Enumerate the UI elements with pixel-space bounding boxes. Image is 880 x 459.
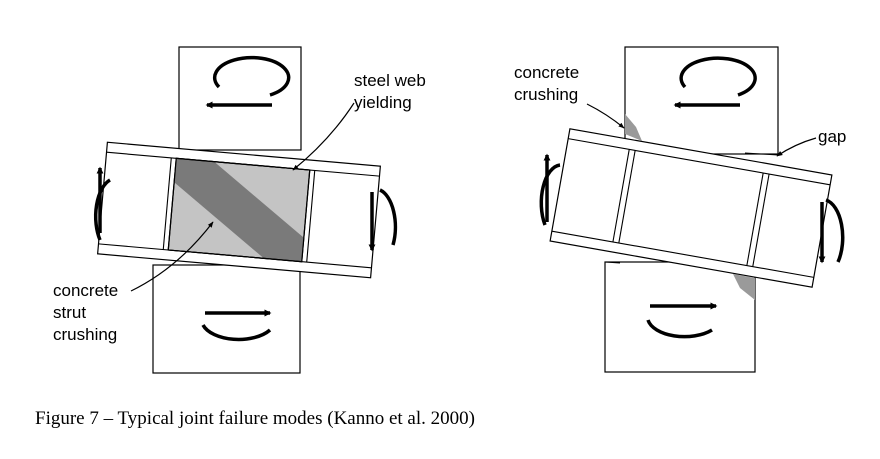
label-steel-web-2: yielding <box>354 93 412 112</box>
figure-caption: Figure 7 – Typical joint failure modes (… <box>35 408 475 429</box>
gap-line-top <box>744 152 779 156</box>
leader-steel-web <box>292 102 355 171</box>
label-concrete: concrete <box>53 281 118 300</box>
label-concrete-right: concrete <box>514 63 579 82</box>
lower-column <box>152 264 301 374</box>
concrete-strut <box>174 158 304 262</box>
gap-line-bottom <box>604 261 621 264</box>
leader-gap <box>776 137 817 157</box>
moment-arrow-top-right <box>673 56 757 109</box>
upper-column <box>178 46 302 151</box>
moment-arrow-left-right <box>539 153 561 226</box>
moment-arrow-right-right <box>818 198 845 264</box>
right-joint-diagram: concrete crushing gap <box>514 46 846 373</box>
label-crushing-right: crushing <box>514 85 578 104</box>
leader-concrete-strut <box>130 221 214 292</box>
crushing-zone-top <box>625 114 642 141</box>
upper-column-right <box>624 46 779 155</box>
left-beam <box>96 141 382 279</box>
label-gap: gap <box>818 127 846 146</box>
moment-arrow-left <box>93 166 111 241</box>
lower-column-right <box>604 261 756 373</box>
label-strut: strut <box>53 303 86 322</box>
leader-concrete-crushing <box>586 103 625 129</box>
joint-failure-figure: steel web yielding concrete strut crushi… <box>53 46 846 374</box>
label-steel-web-1: steel web <box>354 71 426 90</box>
left-joint-diagram: steel web yielding concrete strut crushi… <box>53 46 426 374</box>
right-beam <box>549 128 833 288</box>
moment-arrow-top <box>205 55 291 109</box>
moment-arrow-bottom <box>201 309 272 342</box>
crushing-zone-bottom <box>733 274 755 300</box>
label-crushing: crushing <box>53 325 117 344</box>
moment-arrow-right <box>368 188 398 252</box>
moment-arrow-bottom-right <box>646 302 718 339</box>
